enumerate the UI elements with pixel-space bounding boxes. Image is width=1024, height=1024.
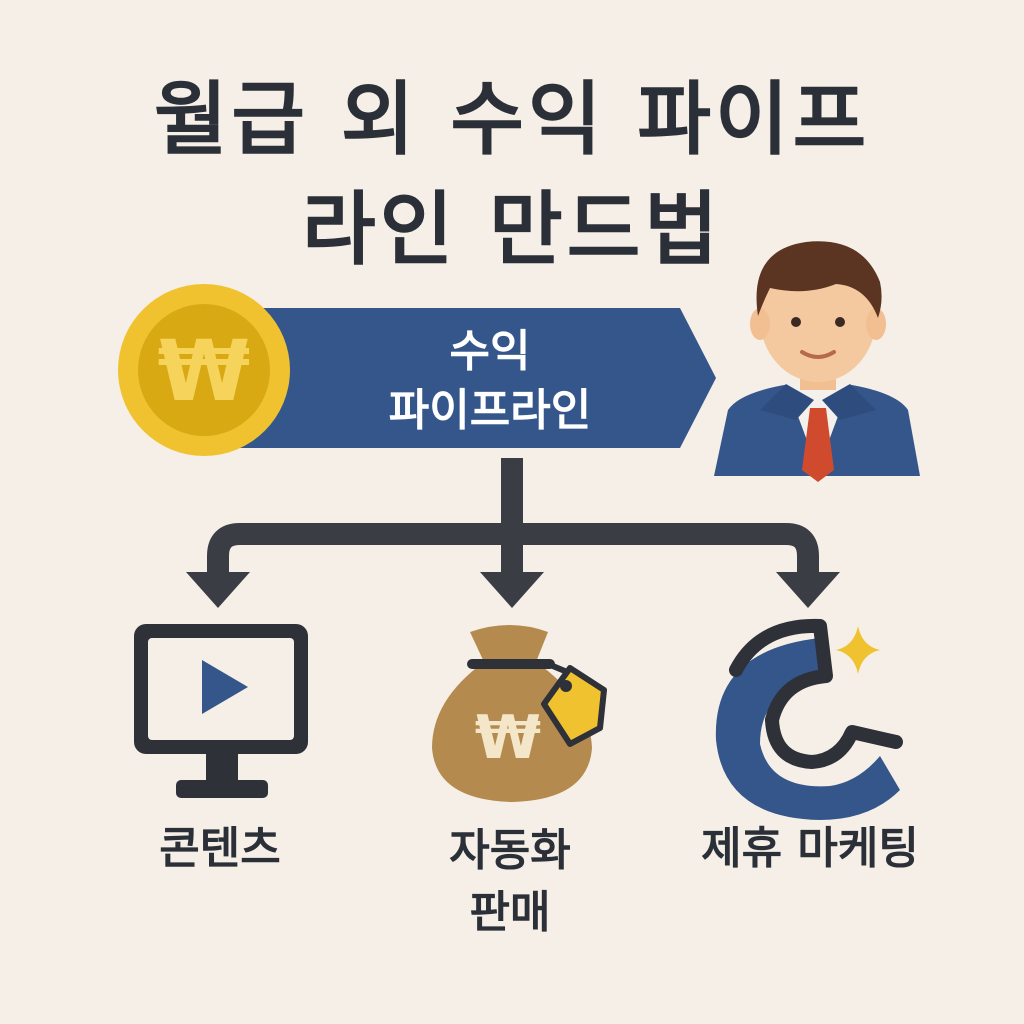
bag-symbol: ₩ xyxy=(475,703,541,773)
coin-symbol: ₩ xyxy=(158,322,251,420)
banner-line-1: 수익 xyxy=(449,326,531,377)
connector-lines xyxy=(207,458,819,578)
title-line-2: 라인 만드법 xyxy=(302,183,722,276)
magnet-icon xyxy=(715,618,903,820)
arrow-center xyxy=(480,572,544,608)
title-line-1: 월급 외 수익 파이프 xyxy=(153,73,871,166)
banner-line-2: 파이프라인 xyxy=(388,385,592,436)
arrow-left xyxy=(186,572,250,608)
monitor-play-icon xyxy=(134,624,308,798)
label-content: 콘텐츠 xyxy=(159,823,281,874)
arrow-right xyxy=(776,572,840,608)
money-bag-icon: ₩ xyxy=(432,625,607,802)
label-auto-sales-line-1: 자동화 xyxy=(449,825,571,876)
label-affiliate-marketing: 제휴 마케팅 xyxy=(701,823,919,874)
label-auto-sales-line-2: 판매 xyxy=(469,887,551,938)
businessman-avatar xyxy=(714,241,920,482)
pipeline-banner xyxy=(220,308,716,448)
coin-icon: ₩ xyxy=(118,284,290,456)
